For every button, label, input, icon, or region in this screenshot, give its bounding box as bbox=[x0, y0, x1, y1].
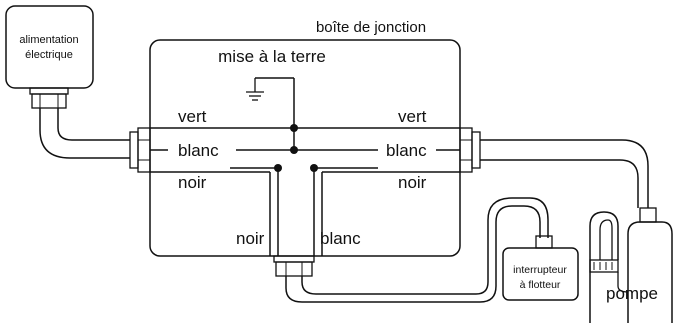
internal-sheath-lines bbox=[150, 127, 460, 256]
pump-label: pompe bbox=[606, 284, 658, 303]
float-switch-label-line1: interrupteur bbox=[513, 264, 567, 276]
pump bbox=[589, 207, 673, 323]
black-splice-dot bbox=[274, 164, 282, 172]
green-left-label: vert bbox=[178, 107, 207, 126]
power-supply-gland bbox=[29, 87, 69, 109]
white-left-label: blanc bbox=[178, 141, 219, 160]
power-supply-cable bbox=[39, 108, 130, 159]
left-cable-gland bbox=[129, 127, 151, 173]
right-cable-gland bbox=[459, 127, 481, 173]
ground-splice-dot bbox=[290, 124, 298, 132]
white-bottom-splice-dot bbox=[310, 164, 318, 172]
bottom-cable-gland bbox=[273, 255, 315, 277]
white-bottom-label: blanc bbox=[320, 229, 361, 248]
black-left-label: noir bbox=[178, 173, 207, 192]
white-splice-dot bbox=[290, 146, 298, 154]
junction-box-label: boîte de jonction bbox=[316, 19, 426, 36]
float-switch-cable bbox=[285, 197, 549, 303]
black-bottom-label: noir bbox=[236, 229, 265, 248]
float-switch bbox=[502, 235, 579, 301]
ground-symbol-icon bbox=[246, 78, 264, 101]
pump-cable bbox=[480, 139, 649, 208]
power-supply-box bbox=[5, 5, 94, 89]
power-supply-label-line1: alimentation bbox=[19, 34, 78, 46]
power-supply-label-line2: électrique bbox=[25, 49, 73, 61]
ground-label: mise à la terre bbox=[218, 47, 326, 66]
green-right-label: vert bbox=[398, 107, 427, 126]
black-right-label: noir bbox=[398, 173, 427, 192]
float-switch-label-line2: à flotteur bbox=[520, 279, 561, 291]
white-right-label: blanc bbox=[386, 141, 427, 160]
